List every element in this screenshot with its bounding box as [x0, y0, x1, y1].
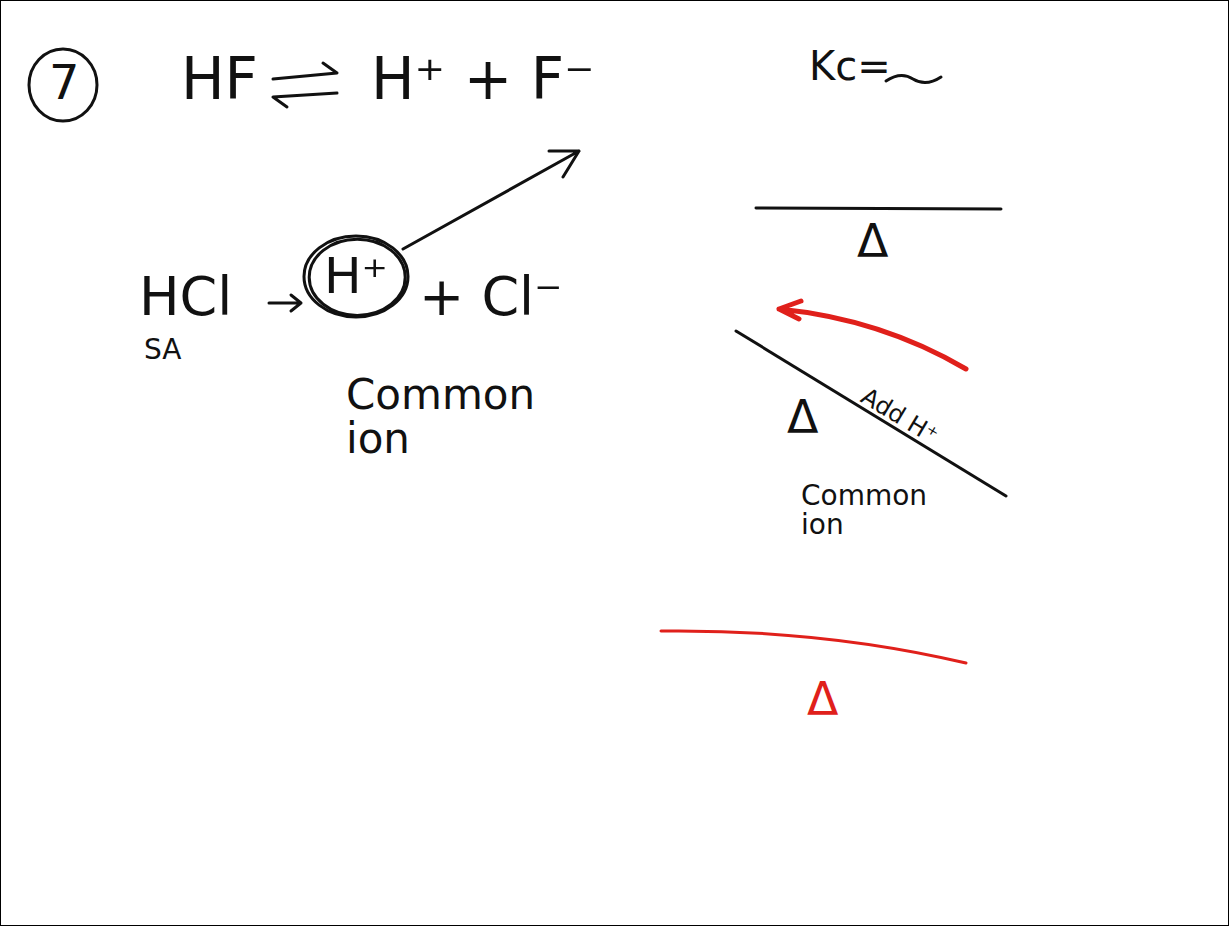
- tilted-line: [736, 331, 1006, 496]
- handwritten-label: Δ: [807, 675, 838, 723]
- pointer-arrow: [403, 151, 579, 249]
- note: Common ion: [346, 373, 546, 461]
- equilibrium-arrow: [273, 93, 337, 107]
- reaction-arrow: [269, 295, 301, 311]
- equilibrium-arrow: [273, 63, 337, 79]
- handwritten-label: HF: [181, 49, 258, 110]
- note: Common ion: [801, 481, 941, 540]
- handwritten-label: Δ: [787, 393, 818, 441]
- handwritten-label: Δ: [857, 217, 888, 265]
- circled-ion: H⁺: [301, 233, 411, 320]
- new-equilibrium-line: [661, 631, 966, 663]
- handwritten-label: 7: [49, 57, 80, 107]
- handwritten-label: SA: [144, 335, 181, 364]
- handwritten-label: + Cl⁻: [419, 269, 563, 326]
- handwritten-label: HCl: [139, 269, 232, 326]
- blank-line: [886, 75, 941, 82]
- equilibrium-line: [756, 208, 1001, 209]
- ion-text: H⁺: [324, 250, 388, 303]
- handwritten-label: Add H⁺: [857, 384, 943, 449]
- shift-arrow: [779, 301, 966, 369]
- number-circle: [29, 49, 97, 121]
- handwritten-label: Kc=: [809, 45, 891, 87]
- handwritten-label: H⁺ + F⁻: [371, 49, 595, 110]
